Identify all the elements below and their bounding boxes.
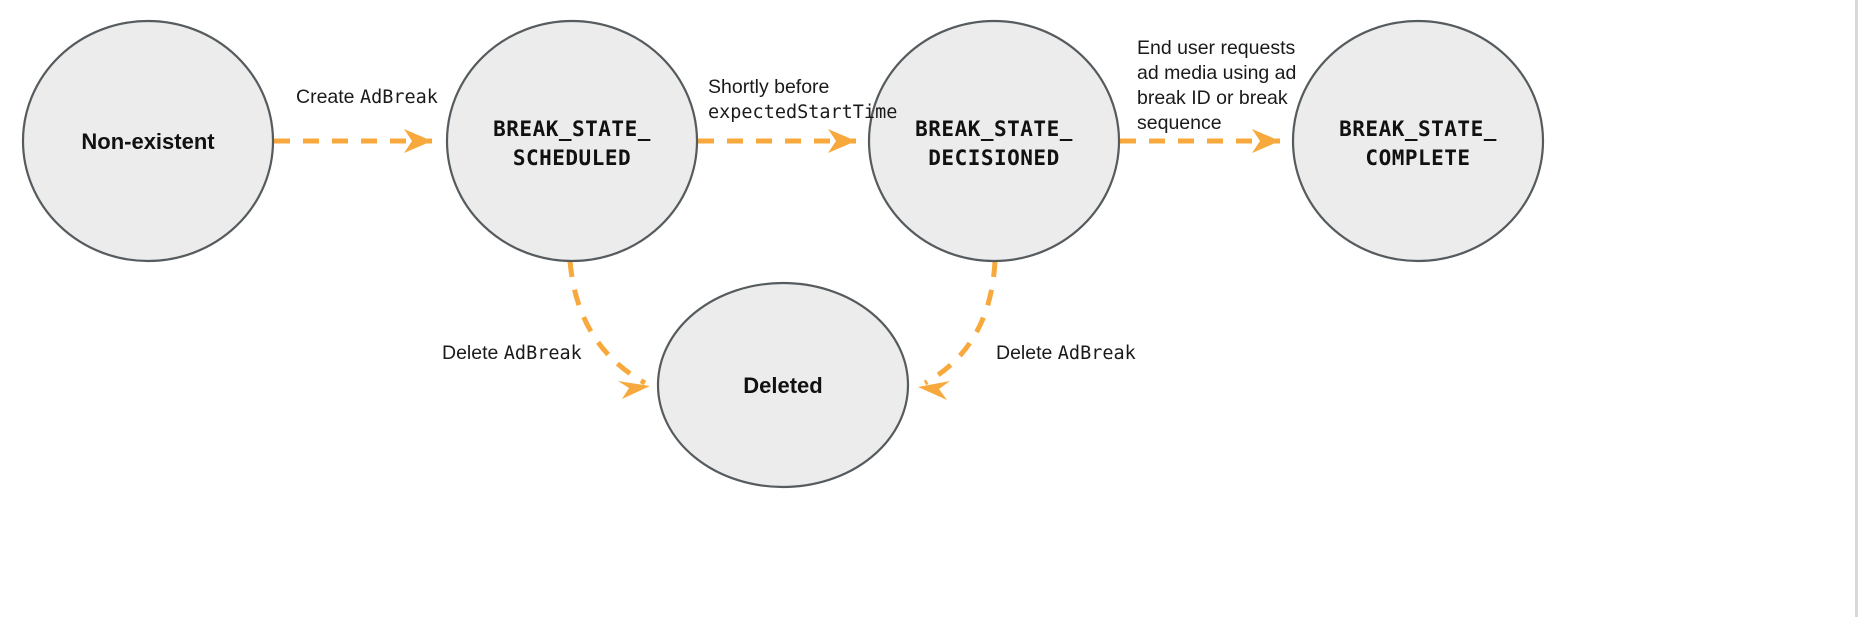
node-label-line2: COMPLETE: [1365, 146, 1470, 170]
node-label-line2: SCHEDULED: [513, 146, 631, 170]
edge-label-delete-adbreak-from-decisioned: Delete AdBreak: [996, 342, 1136, 364]
edge-label-line1: End user requests: [1137, 37, 1296, 59]
edge-label-text: Create AdBreak: [296, 86, 438, 108]
edge-label-text: Delete AdBreak: [442, 342, 582, 364]
edge-end-user-requests-ad-media[interactable]: [1120, 129, 1280, 153]
state-node-break-state-scheduled[interactable]: BREAK_STATE_ SCHEDULED: [445, 19, 699, 263]
edge-label-shortly-before-expected-start-time: Shortly before expectedStartTime: [708, 76, 897, 123]
edge-line: [923, 260, 998, 386]
label-seg-mono: AdBreak: [1058, 343, 1136, 364]
node-shape: [656, 281, 910, 489]
state-node-break-state-complete[interactable]: BREAK_STATE_ COMPLETE: [1291, 19, 1545, 263]
node-shape: [867, 19, 1121, 263]
label-seg-sans: Delete: [442, 342, 504, 364]
node-label-line1: BREAK_STATE_: [493, 117, 651, 141]
arrowhead-icon: [918, 381, 950, 400]
edge-shortly-before-expected-start-time[interactable]: [698, 129, 856, 153]
node-shape: [445, 19, 699, 263]
arrowhead-icon: [618, 381, 650, 399]
edge-line: [567, 260, 647, 386]
node-shape: [21, 19, 275, 263]
edge-label-create-adbreak: Create AdBreak: [296, 86, 438, 108]
edge-label-line1: Shortly before: [708, 76, 829, 98]
arrowhead-icon: [828, 129, 856, 153]
edge-delete-adbreak-from-scheduled[interactable]: [567, 260, 650, 399]
edge-label-line3: break ID or break: [1137, 87, 1288, 109]
arrowhead-icon: [1252, 129, 1280, 153]
edge-label-line2: expectedStartTime: [708, 102, 897, 123]
label-seg-sans: Create: [296, 86, 360, 108]
edge-label-end-user-requests-ad-media: End user requests ad media using ad brea…: [1137, 37, 1296, 134]
edge-label-line2: ad media using ad: [1137, 62, 1296, 84]
edge-delete-adbreak-from-decisioned[interactable]: [918, 260, 998, 400]
state-node-break-state-decisioned[interactable]: BREAK_STATE_ DECISIONED: [867, 19, 1121, 263]
edge-label-text: Delete AdBreak: [996, 342, 1136, 364]
state-node-deleted[interactable]: Deleted: [656, 281, 910, 489]
state-node-non-existent[interactable]: Non-existent: [21, 19, 275, 263]
label-seg-mono: AdBreak: [504, 343, 582, 364]
node-label-line1: BREAK_STATE_: [915, 117, 1073, 141]
arrowhead-icon: [404, 129, 432, 153]
edge-label-line4: sequence: [1137, 112, 1222, 134]
node-label-line2: DECISIONED: [928, 146, 1059, 170]
label-seg-mono: AdBreak: [360, 87, 438, 108]
edge-label-delete-adbreak-from-scheduled: Delete AdBreak: [442, 342, 582, 364]
page-right-border: [1855, 0, 1858, 617]
node-label: Non-existent: [81, 129, 215, 154]
edge-create-adbreak[interactable]: [274, 129, 432, 153]
node-label-line1: BREAK_STATE_: [1339, 117, 1497, 141]
label-seg-sans: Delete: [996, 342, 1058, 364]
node-shape: [1291, 19, 1545, 263]
node-label: Deleted: [743, 373, 822, 398]
